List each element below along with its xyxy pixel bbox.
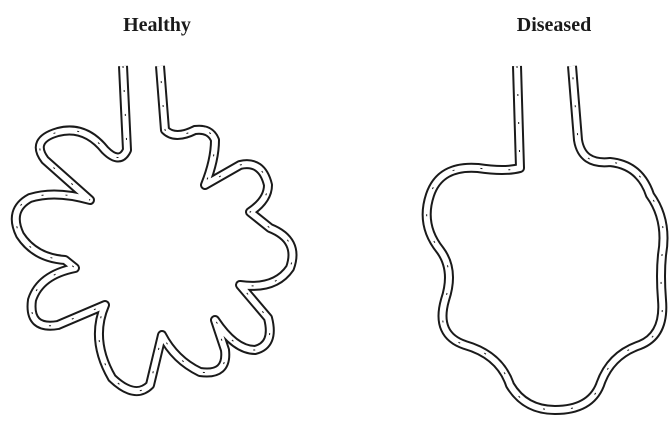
healthy-alveolus: [16, 66, 293, 391]
healthy-alveolus-wall: [16, 66, 293, 391]
diseased-alveolus: [427, 66, 664, 410]
healthy-alveolus-wall-hatching: [16, 66, 293, 391]
diseased-alveolus-wall: [427, 66, 664, 410]
healthy-alveolus-lumen: [16, 66, 293, 391]
diseased-alveolus-wall-hatching: [427, 66, 664, 410]
diseased-alveolus-lumen: [427, 66, 664, 410]
